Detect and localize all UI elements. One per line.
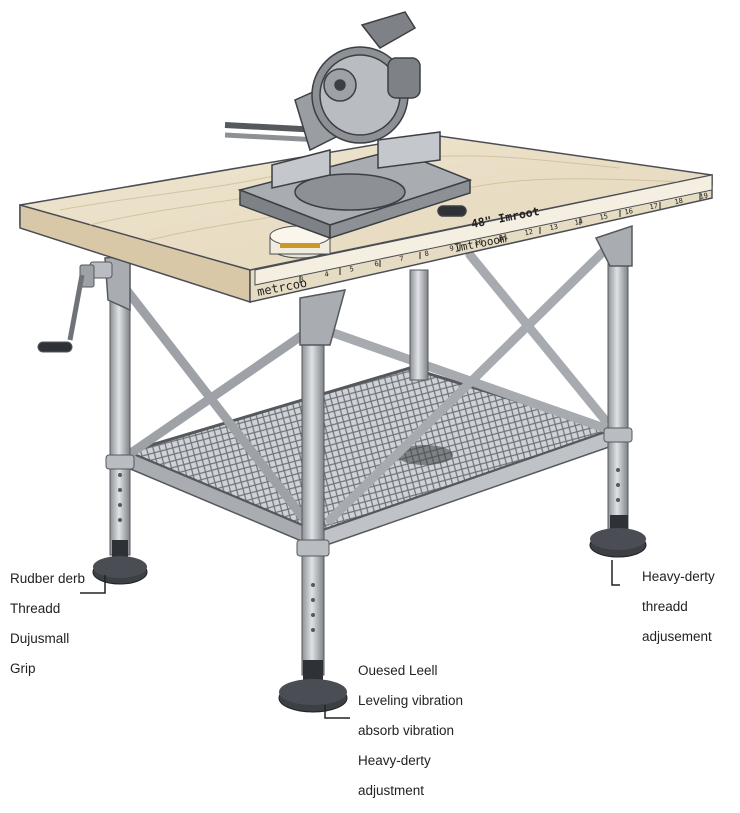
callout-left-line-4: Grip xyxy=(10,661,36,676)
callout-leveling: Ouesed Leell Leveling vibration absorb v… xyxy=(358,648,463,813)
callout-bottom-line-5: adjustment xyxy=(358,783,425,798)
ruler-number: 3 xyxy=(299,275,305,284)
foot-front-right xyxy=(589,515,647,558)
foot-back-left xyxy=(92,540,148,585)
callout-right-line-2: threadd xyxy=(642,599,688,614)
ruler-number: 16 xyxy=(624,207,634,216)
ruler-number: 12 xyxy=(524,228,534,237)
ruler-number: 10 xyxy=(474,238,484,247)
ruler-number: 13 xyxy=(549,223,559,232)
lower-shelf xyxy=(123,366,617,550)
ruler-number: 19 xyxy=(699,192,709,201)
foot-front-left xyxy=(278,660,348,713)
legs xyxy=(105,244,633,676)
miter-saw xyxy=(224,11,473,240)
callout-right-line-3: adjusement xyxy=(642,629,712,644)
callout-left-line-1: Rudber derb xyxy=(10,571,86,586)
ruler-ticks xyxy=(299,193,701,283)
ruler-number: 11 xyxy=(499,233,509,242)
ruler-number: 14 xyxy=(574,217,584,226)
ruler-number: 17 xyxy=(649,202,659,211)
ruler-number: 5 xyxy=(349,265,355,274)
leg-back-left xyxy=(109,284,131,556)
ruler-number: 9 xyxy=(449,244,455,253)
shelf-shadow xyxy=(397,445,453,465)
ruler-number: 8 xyxy=(424,249,430,258)
callout-bottom-line-3: absorb vibration xyxy=(358,723,455,738)
callout-bottom-line-1: Ouesed Leell xyxy=(358,663,438,678)
callout-right-line-1: Heavy-derty xyxy=(642,569,715,584)
callout-bottom-line-2: Leveling vibration xyxy=(358,693,464,708)
workbench-illustration: metrcoo Imtrooom 48" Imroot xyxy=(19,11,713,713)
callout-foot-grip: Rudber derb Threadd Dujusmall Grip xyxy=(10,556,85,691)
leg-back-right xyxy=(409,269,429,381)
crank-handle xyxy=(37,261,113,353)
corner-brackets xyxy=(104,224,633,346)
leveling-feet xyxy=(92,515,647,713)
ruler-number: 15 xyxy=(599,212,609,221)
ruler-number: 18 xyxy=(674,197,684,206)
ruler-number: 7 xyxy=(399,255,405,264)
callout-thread-adjustment: Heavy-derty threadd adjusement xyxy=(642,554,715,659)
leg-front-left xyxy=(301,299,325,676)
callout-left-line-2: Threadd xyxy=(10,601,61,616)
leg-front-right xyxy=(607,244,629,536)
callout-bottom-line-4: Heavy-derty xyxy=(358,753,431,768)
callout-left-line-3: Dujusmall xyxy=(10,631,70,646)
cross-braces xyxy=(120,245,615,525)
ruler-number: 6 xyxy=(374,260,380,269)
ruler-side xyxy=(254,174,713,286)
ruler-number: 4 xyxy=(324,270,330,279)
